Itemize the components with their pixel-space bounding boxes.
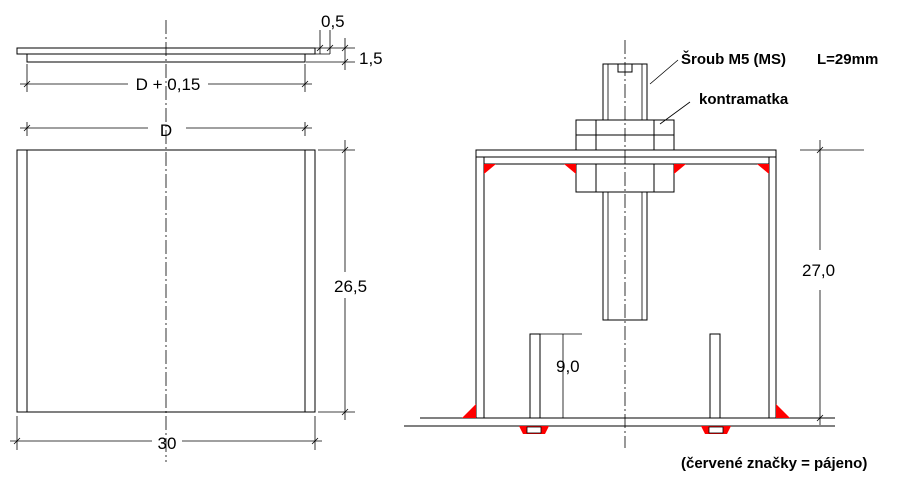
solder-marks — [462, 164, 790, 418]
assembly-height-label: 27,0 — [802, 261, 835, 280]
pin-solder-pads — [519, 426, 731, 434]
nut-leader — [659, 101, 691, 125]
screw-length-label: L=29mm — [817, 51, 878, 68]
lid-height-label: 1,5 — [359, 49, 383, 68]
lid-width-label: D + 0,15 — [136, 75, 201, 94]
body-height-label: 26,5 — [334, 277, 367, 296]
screw-leader — [649, 59, 679, 85]
pin-left — [529, 333, 541, 419]
top-plate — [475, 149, 777, 158]
screw-shaft — [602, 191, 648, 321]
body-view: D 26,5 30 — [10, 20, 367, 462]
screw-label: Šroub M5 (MS) — [681, 50, 786, 68]
nut-label: kontramatka — [699, 91, 789, 108]
lid-step-label: 0,5 — [321, 12, 345, 31]
solder-note: (červené značky = pájeno) — [681, 455, 867, 472]
assembly-view: 9,0 27,0 — [404, 40, 878, 472]
lid-view: 0,5 1,5 D + 0,15 — [16, 12, 383, 94]
pin-height-label: 9,0 — [556, 357, 580, 376]
pin-right — [709, 333, 721, 419]
body-bottom-width-label: 30 — [158, 434, 177, 453]
